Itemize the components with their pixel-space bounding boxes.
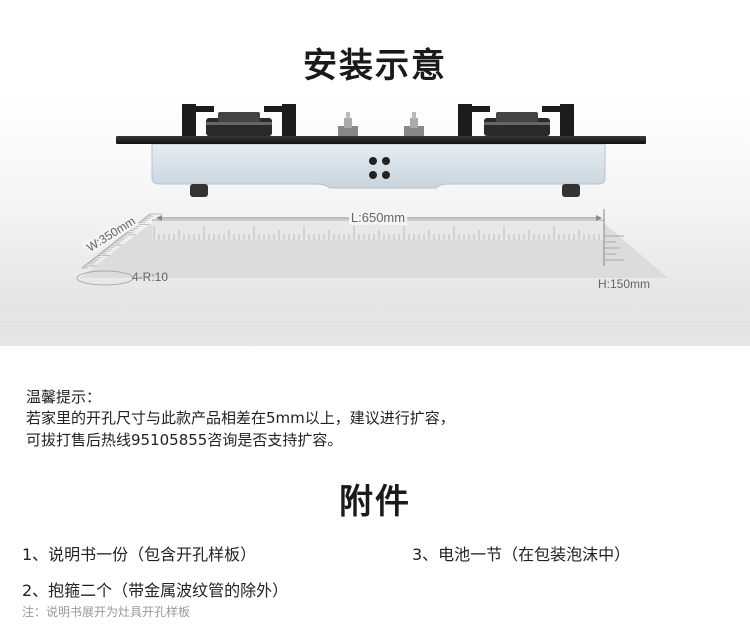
length-label: L:650mm: [351, 210, 405, 225]
corner-radius-marker: [76, 270, 134, 286]
width-ruler-edge: [81, 213, 151, 269]
accessory-item-3: 3、电池一节（在包装泡沫中）: [412, 545, 631, 564]
accessories-note: 注：说明书展开为灶具开孔样板: [22, 605, 191, 619]
accessory-item-2: 2、抱箍二个（带金属波纹管的除外）: [22, 581, 289, 600]
accessory-item-1: 1、说明书一份（包含开孔样板）: [22, 545, 257, 564]
gas-stove: [116, 104, 646, 197]
burner-left-icon: [182, 104, 296, 136]
knob-left-icon: [338, 112, 358, 136]
stove-hole: [369, 171, 377, 179]
tips-line-2: 可拔打售后热线95105855咨询是否支持扩容。: [26, 431, 343, 449]
height-scale: [604, 235, 624, 261]
width-ruler-ticks: [82, 213, 162, 269]
stove-hole: [369, 157, 377, 165]
stove-hole: [382, 171, 390, 179]
height-label: H:150mm: [598, 277, 650, 291]
install-title: 安装示意: [303, 46, 447, 86]
installation-illustration: L:650mm W:350mm H:150mm 4-R:10: [0, 96, 750, 346]
tips-heading: 温馨提示：: [26, 388, 102, 406]
stove-foot-right: [562, 184, 580, 197]
accessories-title: 附件: [339, 482, 411, 522]
burner-right-icon: [458, 104, 574, 136]
stove-foot-left: [190, 184, 208, 197]
stove-glass-panel: [116, 136, 646, 144]
stove-hole: [382, 157, 390, 165]
tips-line-1: 若家里的开孔尺寸与此款产品相差在5mm以上，建议进行扩容，: [26, 409, 455, 427]
radius-label: 4-R:10: [132, 270, 168, 284]
floor-shadow: [0, 321, 750, 346]
stove-body: [151, 143, 606, 189]
length-ruler: [152, 219, 604, 240]
knob-right-icon: [404, 112, 424, 136]
length-ruler-ticks: [153, 226, 605, 240]
